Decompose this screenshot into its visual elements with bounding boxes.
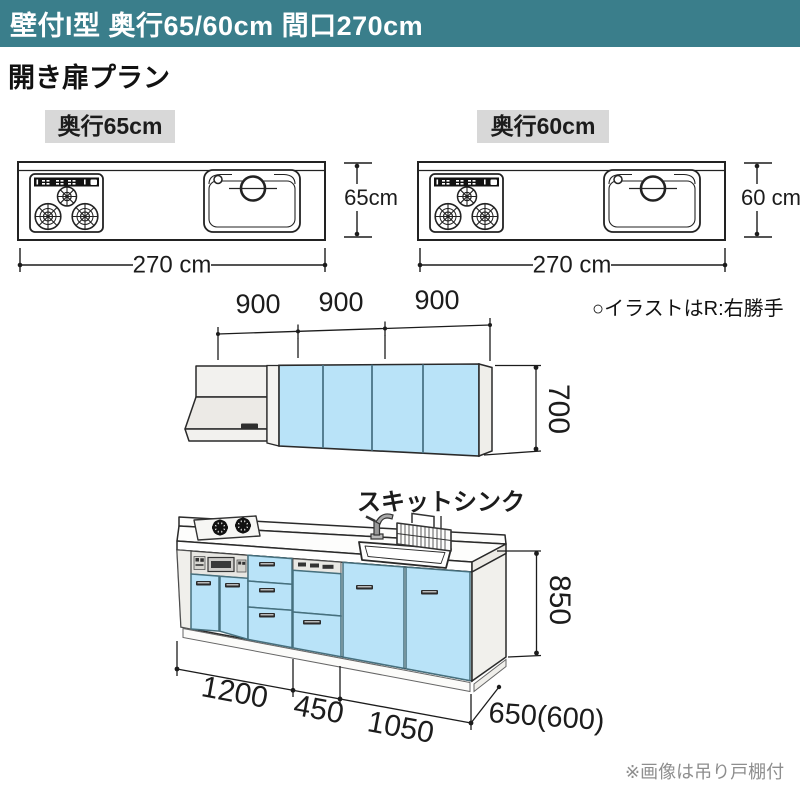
section-header: 壁付I型 奥行65/60cm 間口270cm (0, 0, 800, 47)
base-height-dim-lines (497, 550, 542, 658)
sink-cabinet-doors (342, 561, 471, 682)
base-left-end (176, 549, 192, 630)
grill-unit (190, 550, 249, 579)
top-view-65: 奥行65cm 65cm 270 cm (16, 110, 399, 280)
hand-note: ○イラストはR:右勝手 (592, 297, 784, 320)
dim-850: 850 (543, 575, 576, 625)
range-hood (184, 365, 268, 442)
toe-kick-side (473, 658, 507, 693)
wall-cabinet-height-dim-lines (483, 364, 542, 456)
plan-heading: 開き扉プラン (8, 63, 170, 93)
label-box-65 (45, 110, 175, 143)
base-width-dim-lines (174, 641, 502, 730)
dim-900-1: 900 (235, 289, 280, 319)
dim-450: 450 (291, 689, 346, 731)
drawer-stack (247, 554, 293, 649)
dim-900-3: 900 (414, 285, 459, 315)
wall-cabinet-width-dim-lines (216, 318, 492, 361)
footnote: ※画像は吊り戸棚付 (625, 762, 784, 782)
base-side-panel (471, 552, 507, 683)
faucet (365, 513, 394, 540)
toe-kick (182, 627, 471, 693)
wall-cabinet-end-strip (266, 364, 280, 447)
top-view-60: 奥行60cm 60 cm 270 cm (416, 110, 800, 280)
dim-700: 700 (542, 384, 575, 434)
depth-65-label: 奥行65cm (58, 113, 163, 139)
depth-60-label: 奥行60cm (491, 113, 596, 139)
sink-label: スキットシンク (357, 489, 525, 516)
dim-650-600: 650(600) (488, 697, 606, 737)
wall-cabinet-door-gaps (322, 364, 424, 454)
base-cabinet: スキットシンク (174, 489, 606, 750)
wall-cabinet-doors (278, 363, 480, 457)
wall-cabinet: 900 900 900 (184, 285, 575, 458)
wall-cabinet-side-panel (478, 363, 493, 458)
dim-1050: 1050 (365, 705, 437, 750)
dim-depth-65: 65cm (344, 185, 398, 210)
dish-basket (396, 512, 452, 552)
stove-cabinet-doors (190, 573, 249, 641)
dim-1200: 1200 (199, 670, 271, 715)
label-box-60 (477, 110, 609, 143)
cooktop (193, 515, 261, 541)
dim-width-270-right: 270 cm (533, 251, 612, 278)
section-title: 壁付I型 奥行65/60cm 間口270cm (10, 11, 424, 41)
dim-900-2: 900 (318, 287, 363, 317)
dim-depth-60: 60 cm (741, 185, 800, 210)
dim-width-270-left: 270 cm (133, 251, 212, 278)
dishwasher (292, 558, 342, 658)
